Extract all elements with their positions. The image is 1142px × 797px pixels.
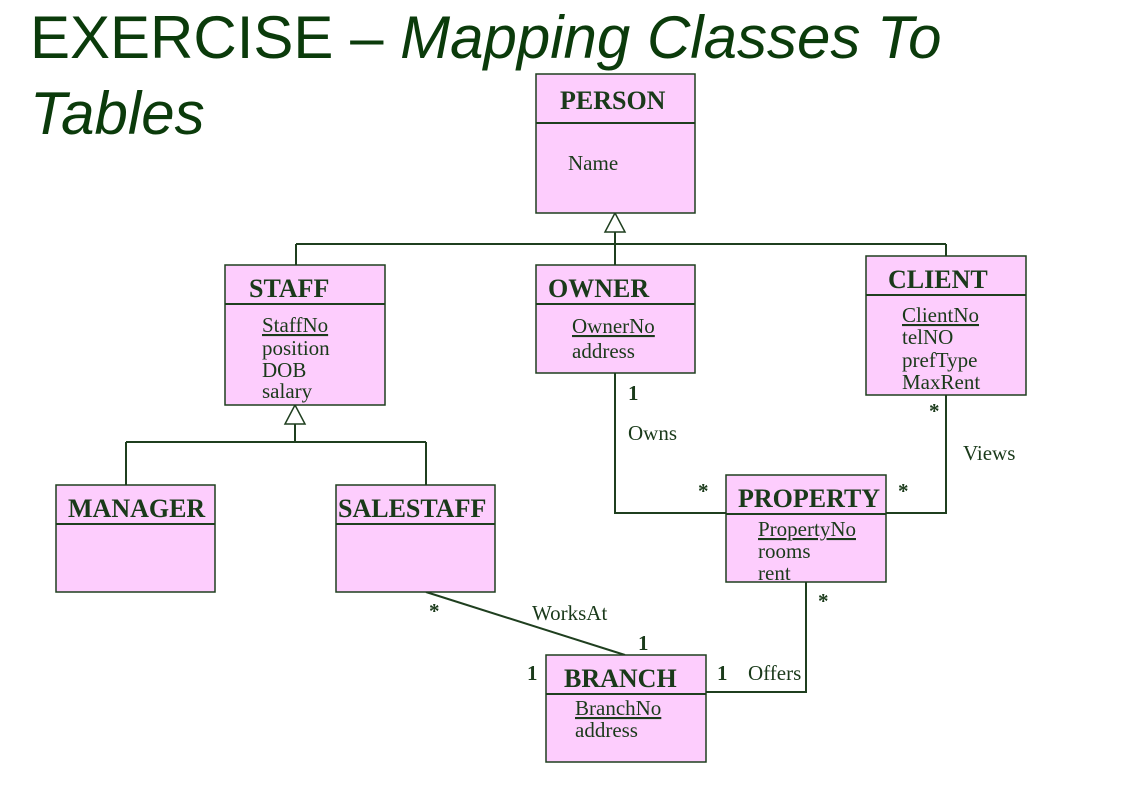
title-italic-line1: Mapping Classes To <box>400 4 942 71</box>
salestaff-class-name: SALESTAFF <box>338 494 486 523</box>
person-class-name: PERSON <box>560 86 666 115</box>
class-salestaff: SALESTAFF <box>335 484 496 593</box>
owner-attr-address: address <box>572 339 635 363</box>
works-at-line <box>425 591 626 656</box>
client-class-name: CLIENT <box>888 265 988 294</box>
client-attr-preftype: prefType <box>902 348 978 372</box>
offers-label: Offers <box>748 661 801 685</box>
views-line <box>886 395 947 514</box>
staff-attr-staffno: StaffNo <box>262 313 328 337</box>
property-attr-rooms: rooms <box>758 539 811 563</box>
class-staff: STAFF StaffNo position DOB salary <box>224 264 386 406</box>
class-owner: OWNER OwnerNo address <box>535 264 696 374</box>
staff-attr-position: position <box>262 336 330 360</box>
class-property: PROPERTY PropertyNo rooms rent <box>725 474 887 585</box>
title-italic-line2: Tables <box>30 80 205 147</box>
staff-inheritance-arrow <box>283 403 307 425</box>
branch-left-multiplicity: 1 <box>527 661 538 685</box>
association-lines <box>425 373 947 693</box>
staff-generalization <box>125 424 427 485</box>
class-manager: MANAGER <box>55 484 216 593</box>
class-client: CLIENT ClientNo telNO prefType MaxRent <box>865 255 1027 396</box>
client-attr-maxrent: MaxRent <box>902 370 980 394</box>
worksat-label: WorksAt <box>532 601 607 625</box>
manager-class-name: MANAGER <box>68 494 205 523</box>
branch-attr-address: address <box>575 718 638 742</box>
client-attr-telno: telNO <box>902 325 953 349</box>
slide-title: EXERCISE – Mapping Classes To <box>30 0 942 76</box>
owns-owner-multiplicity: 1 <box>628 381 639 405</box>
views-label: Views <box>963 441 1015 465</box>
offers-branch-multiplicity: 1 <box>717 661 728 685</box>
title-prefix: EXERCISE – <box>30 4 401 71</box>
views-client-multiplicity: * <box>929 399 940 423</box>
offers-property-multiplicity: * <box>818 589 829 613</box>
client-attr-clientno: ClientNo <box>902 303 979 327</box>
owns-label: Owns <box>628 421 677 445</box>
property-attr-propertyno: PropertyNo <box>758 517 856 541</box>
property-attr-rent: rent <box>758 561 791 585</box>
owns-line <box>614 373 726 514</box>
owner-attr-ownerno: OwnerNo <box>572 314 655 338</box>
staff-class-name: STAFF <box>249 274 329 303</box>
person-generalization <box>295 232 947 265</box>
branch-attr-branchno: BranchNo <box>575 696 661 720</box>
owns-property-multiplicity: * <box>698 479 709 503</box>
offers-line <box>706 582 807 693</box>
person-attr-name: Name <box>568 151 618 175</box>
class-branch: BRANCH BranchNo address <box>545 654 707 763</box>
staff-attr-salary: salary <box>262 379 313 403</box>
branch-class-name: BRANCH <box>564 664 677 693</box>
worksat-salestaff-multiplicity: * <box>429 599 440 623</box>
owner-class-name: OWNER <box>548 274 649 303</box>
slide-title-line2: Tables <box>30 76 205 152</box>
staff-attr-dob: DOB <box>262 358 306 382</box>
views-property-multiplicity: * <box>898 479 909 503</box>
worksat-branch-multiplicity: 1 <box>638 631 649 655</box>
property-class-name: PROPERTY <box>738 484 880 513</box>
class-person: PERSON Name <box>535 73 696 214</box>
person-inheritance-arrow <box>603 211 627 233</box>
